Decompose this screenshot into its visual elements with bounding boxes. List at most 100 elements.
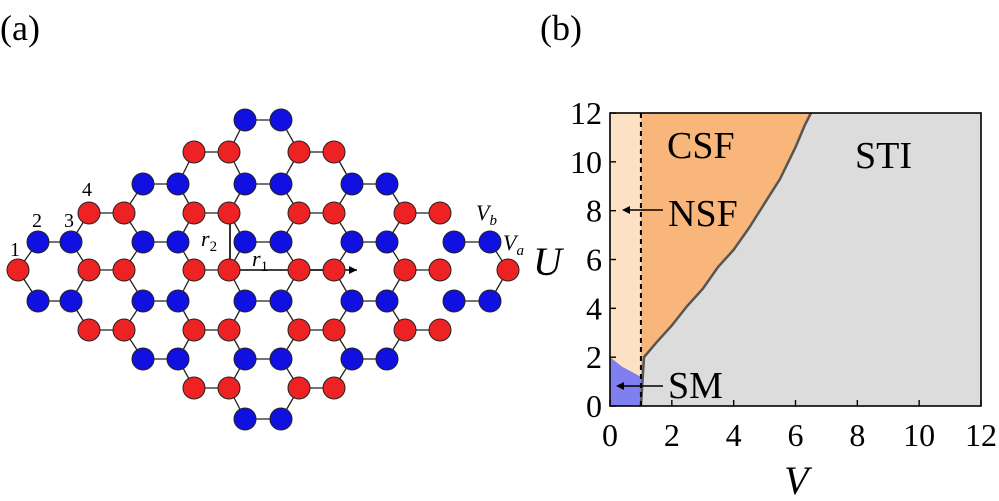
csf-label: CSF [667, 125, 735, 167]
x-tick-label: 10 [903, 417, 935, 453]
lattice-sites [6, 108, 520, 431]
sm-region [610, 357, 641, 406]
y-tick-label: 8 [586, 193, 602, 229]
red-site [393, 318, 417, 342]
region-pointers [616, 206, 663, 390]
blue-site [166, 347, 190, 371]
blue-site [375, 172, 399, 196]
vector-labels: r1 r2 Vb Va [201, 200, 524, 275]
red-site [322, 376, 346, 400]
red-site [217, 376, 241, 400]
blue-site [478, 230, 502, 254]
blue-site [375, 289, 399, 313]
red-site [428, 201, 452, 225]
blue-site [442, 289, 466, 313]
red-site [112, 201, 136, 225]
blue-site [131, 172, 155, 196]
red-site [322, 201, 346, 225]
x-tick-label: 12 [965, 417, 997, 453]
site-number-4: 4 [82, 179, 92, 201]
red-site [112, 318, 136, 342]
red-site [393, 201, 417, 225]
y-tick-label: 12 [570, 95, 602, 131]
red-site [287, 140, 311, 164]
red-site [287, 201, 311, 225]
blue-site [233, 172, 257, 196]
sti-boundary-line [639, 112, 813, 407]
blue-site [340, 230, 364, 254]
blue-site [442, 230, 466, 254]
red-site [182, 376, 206, 400]
y-tick-label: 0 [586, 388, 602, 424]
sm-label: SM [668, 365, 723, 407]
red-site [322, 318, 346, 342]
red-site [322, 258, 346, 282]
red-site [428, 318, 452, 342]
blue-site [166, 289, 190, 313]
blue-site [269, 230, 293, 254]
r2-label: r2 [201, 226, 217, 255]
x-tick-label: 2 [664, 417, 680, 453]
sti-region [640, 113, 981, 406]
red-site [322, 140, 346, 164]
y-tick-label: 6 [586, 242, 602, 278]
sm-pointer-head [616, 382, 624, 390]
x-tick-label: 0 [602, 417, 618, 453]
red-site [77, 318, 101, 342]
red-site [77, 201, 101, 225]
y-tick-label: 10 [570, 144, 602, 180]
red-site [77, 258, 101, 282]
blue-site [340, 289, 364, 313]
blue-site [131, 289, 155, 313]
x-tick-label: 4 [726, 417, 742, 453]
region-labels: CSF STI NSF SM [667, 125, 912, 407]
blue-site [59, 289, 83, 313]
phase-regions [609, 112, 982, 407]
blue-site [131, 230, 155, 254]
blue-site [478, 289, 502, 313]
va-label: Va [503, 230, 524, 259]
nsf-pointer-head [622, 206, 630, 214]
panel-a-lattice: (a) 1 2 3 4 r1 r2 Vb Va [0, 8, 524, 431]
red-site [217, 140, 241, 164]
red-site [287, 258, 311, 282]
y-tick-label: 2 [586, 339, 602, 375]
blue-site [269, 347, 293, 371]
red-site [182, 140, 206, 164]
red-site [182, 318, 206, 342]
red-site [112, 258, 136, 282]
site-number-labels: 1 2 3 4 [10, 179, 92, 261]
blue-site [269, 172, 293, 196]
red-site [182, 258, 206, 282]
x-tick-label: 6 [788, 417, 804, 453]
blue-site [26, 230, 50, 254]
blue-site [59, 230, 83, 254]
red-site [217, 318, 241, 342]
y-axis-label: U [533, 239, 565, 284]
blue-site [269, 407, 293, 431]
blue-site [269, 289, 293, 313]
red-site [496, 258, 520, 282]
red-site [6, 258, 30, 282]
blue-site [233, 230, 257, 254]
red-site [428, 258, 452, 282]
x-axis-label: V [784, 458, 813, 501]
blue-site [233, 289, 257, 313]
blue-site [375, 347, 399, 371]
blue-site [375, 230, 399, 254]
vb-label: Vb [476, 200, 497, 229]
site-number-1: 1 [10, 239, 20, 261]
blue-site [233, 108, 257, 132]
r1-arrowhead [349, 266, 357, 274]
blue-site [166, 172, 190, 196]
blue-site [26, 289, 50, 313]
nsf-label: NSF [668, 193, 738, 235]
blue-site [233, 347, 257, 371]
panel-a-label: (a) [0, 8, 40, 48]
red-site [217, 201, 241, 225]
blue-site [233, 407, 257, 431]
r1-label: r1 [252, 246, 268, 275]
site-number-2: 2 [32, 210, 42, 232]
